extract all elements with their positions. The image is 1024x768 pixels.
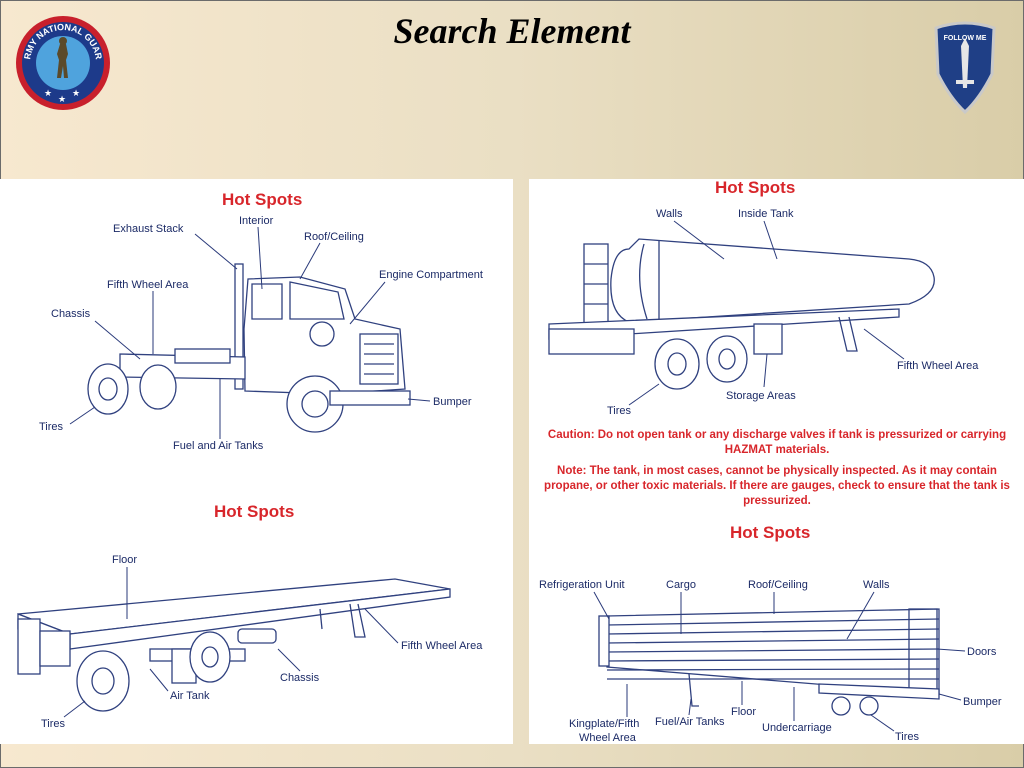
label-roof-ceiling-reefer: Roof/Ceiling: [748, 579, 808, 591]
label-interior: Interior: [239, 215, 274, 227]
tanker-hot-spots-heading: Hot Spots: [715, 179, 795, 197]
slide-title: Search Element: [393, 11, 631, 51]
reefer-hot-spots-heading: Hot Spots: [730, 523, 810, 542]
label-cargo: Cargo: [666, 579, 696, 591]
reefer-drawing: [598, 608, 940, 716]
label-tires-tanker: Tires: [607, 405, 632, 417]
label-undercarriage: Undercarriage: [762, 722, 832, 734]
note-text: Note: The tank, in most cases, cannot be…: [544, 465, 1010, 507]
label-engine-compartment: Engine Compartment: [379, 269, 483, 281]
label-walls-reefer: Walls: [863, 579, 890, 591]
infantry-shield-insignia-icon: FOLLOW ME: [934, 21, 996, 114]
flatbed-hot-spots-heading: Hot Spots: [214, 502, 294, 521]
label-exhaust-stack: Exhaust Stack: [113, 223, 184, 235]
label-chassis: Chassis: [51, 308, 91, 320]
label-walls-tanker: Walls: [656, 208, 683, 220]
label-tires: Tires: [39, 421, 64, 433]
army-national-guard-seal-icon: ARMY NATIONAL GUARD ★ ★ ★: [14, 14, 110, 110]
shield-text: FOLLOW ME: [944, 35, 987, 42]
label-bumper-reefer: Bumper: [963, 696, 1002, 708]
right-diagram-panel: Hot Spots Walls Inside Tank Fifth Wheel …: [529, 179, 1024, 744]
label-fuel-air-tanks-reefer: Fuel/Air Tanks: [655, 716, 725, 728]
tractor-flatbed-diagram: Hot Spots Exhaust Stack Interior Roof/Ce…: [17, 190, 483, 730]
label-refrigeration-unit: Refrigeration Unit: [539, 579, 625, 591]
tanker-notes: Caution: Do not open tank or any dischar…: [535, 428, 1019, 515]
label-tires-reefer: Tires: [895, 731, 920, 743]
flatbed-drawing: [17, 578, 451, 712]
label-kingplate-line2: Wheel Area: [579, 732, 637, 744]
label-fuel-air-tanks: Fuel and Air Tanks: [173, 440, 264, 452]
label-fifth-wheel-area-flatbed: Fifth Wheel Area: [401, 640, 483, 652]
label-floor: Floor: [112, 554, 137, 566]
label-chassis-flatbed: Chassis: [280, 672, 320, 684]
svg-text:★: ★: [72, 89, 80, 99]
label-air-tank: Air Tank: [170, 690, 210, 702]
label-fifth-wheel-area: Fifth Wheel Area: [107, 279, 189, 291]
label-storage-areas: Storage Areas: [726, 390, 796, 402]
label-tires-flatbed: Tires: [41, 718, 66, 730]
label-kingplate-line1: Kingplate/Fifth: [569, 718, 639, 730]
label-doors: Doors: [967, 646, 997, 658]
svg-text:★: ★: [58, 95, 66, 105]
label-floor-reefer: Floor: [731, 706, 756, 718]
label-fifth-wheel-area-tanker: Fifth Wheel Area: [897, 360, 979, 372]
tractor-drawing: [87, 263, 411, 433]
tractor-hot-spots-heading: Hot Spots: [222, 190, 302, 209]
tanker-reefer-diagram: Hot Spots Walls Inside Tank Fifth Wheel …: [539, 179, 1002, 744]
label-bumper: Bumper: [433, 396, 472, 408]
left-diagram-panel: Hot Spots Exhaust Stack Interior Roof/Ce…: [0, 179, 513, 744]
svg-text:★: ★: [44, 89, 52, 99]
tanker-drawing: [548, 238, 935, 390]
caution-text: Caution: Do not open tank or any dischar…: [547, 429, 1007, 456]
label-inside-tank: Inside Tank: [738, 208, 794, 220]
label-roof-ceiling: Roof/Ceiling: [304, 231, 364, 243]
